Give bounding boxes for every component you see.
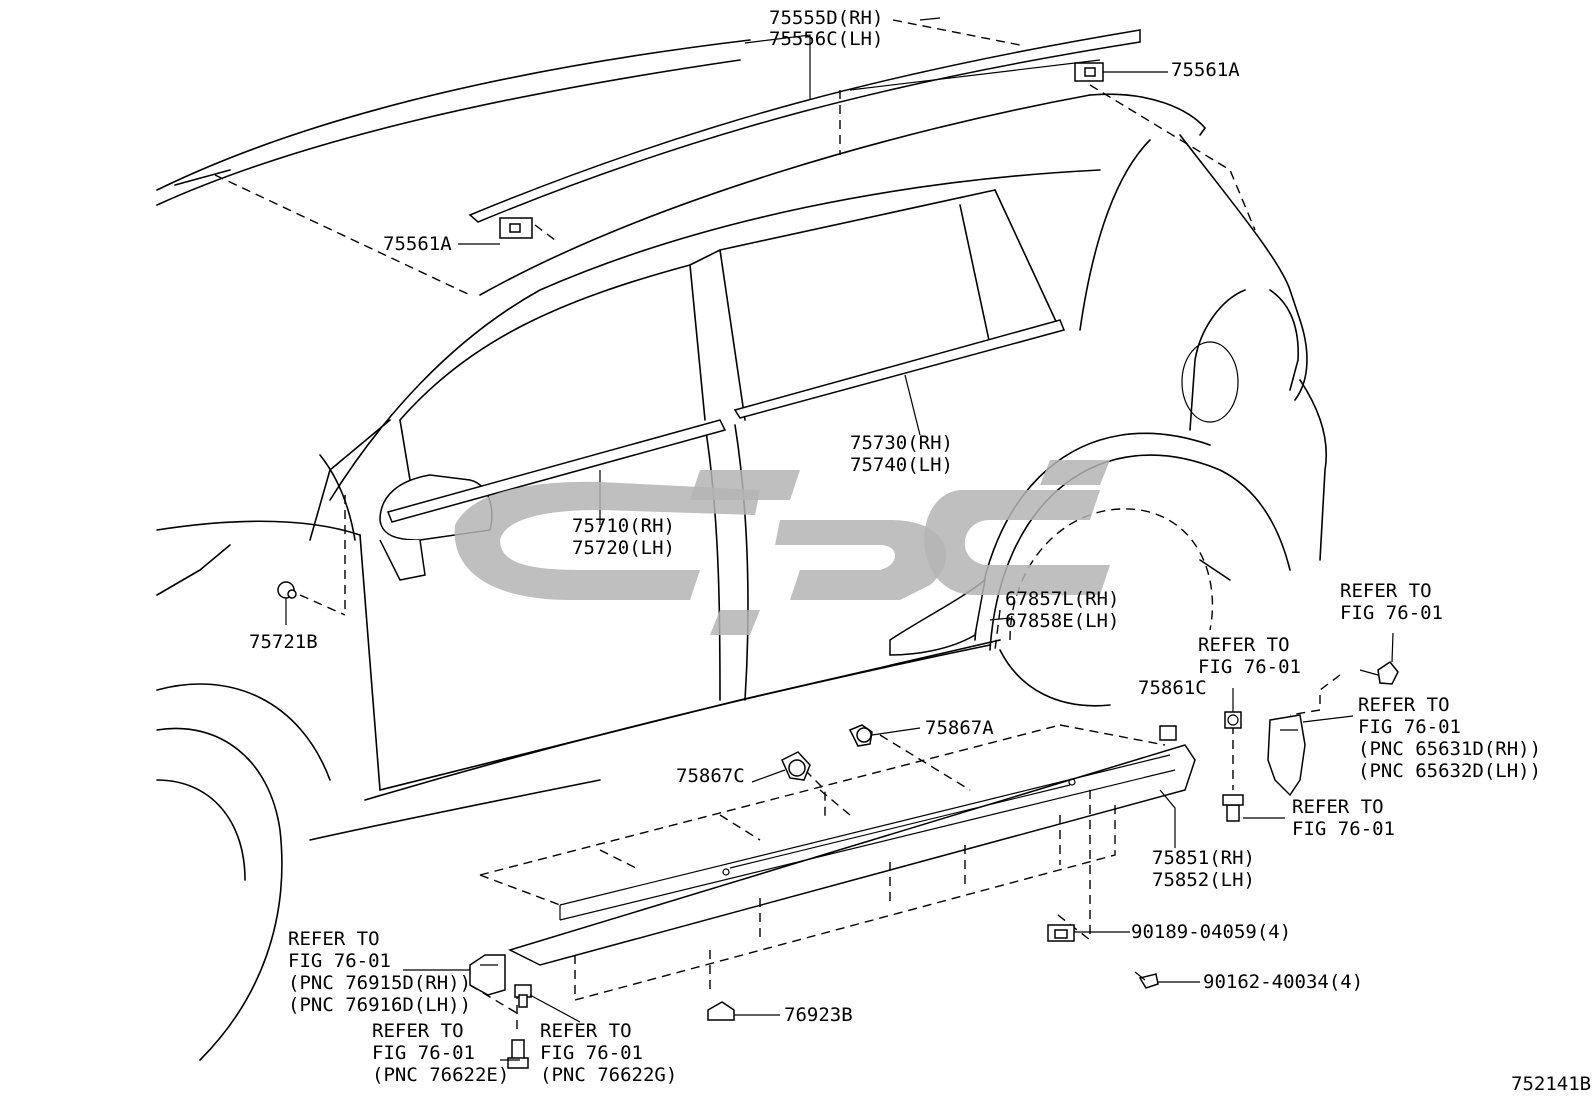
clip-75721b <box>277 581 297 599</box>
label-75721b: 75721B <box>249 631 318 653</box>
part-labels: 75555D(RH) 75556C(LH) 75561A 75561A 7573… <box>249 7 1591 1095</box>
label-90189: 90189-04059(4) <box>1131 921 1291 943</box>
refer-r4: REFER TO FIG 76-01 <box>1292 796 1395 840</box>
label-75555d: 75555D(RH) <box>769 7 883 29</box>
label-76923b: 76923B <box>784 1004 853 1026</box>
refer-r6-line-1: REFER TO <box>372 1020 464 1042</box>
roof-drip-molding <box>468 17 1141 223</box>
clip-75561a-top <box>1074 62 1104 82</box>
label-75861c: 75861C <box>1138 677 1207 699</box>
label-75561a-top: 75561A <box>1171 59 1240 81</box>
label-75730: 75730(RH) <box>850 432 953 454</box>
clip-75867a <box>848 724 873 747</box>
refer-r5-line-2: FIG 76-01 <box>288 950 391 972</box>
clip-refer-r1 <box>1359 660 1399 685</box>
nut-90189 <box>1047 924 1075 942</box>
clip-75867c <box>781 751 811 781</box>
refer-r5-line-3: (PNC 76915D(RH)) <box>288 972 471 994</box>
refer-r7-line-3: (PNC 76622G) <box>540 1064 677 1086</box>
screw-90162 <box>1134 971 1159 989</box>
refer-r7-line-1: REFER TO <box>540 1020 632 1042</box>
refer-r3-line-1: REFER TO <box>1358 694 1450 716</box>
label-75852: 75852(LH) <box>1152 869 1255 891</box>
refer-r6-line-3: (PNC 76622E) <box>372 1064 509 1086</box>
label-75720: 75720(LH) <box>572 537 675 559</box>
figure-id: 752141B <box>1511 1073 1591 1095</box>
refer-r2-line-2: FIG 76-01 <box>1198 656 1301 678</box>
refer-r1-line-2: FIG 76-01 <box>1340 602 1443 624</box>
label-75851: 75851(RH) <box>1152 847 1255 869</box>
label-75740: 75740(LH) <box>850 454 953 476</box>
refer-r1: REFER TO FIG 76-01 <box>1340 580 1443 624</box>
refer-r1-line-1: REFER TO <box>1340 580 1432 602</box>
label-75556c: 75556C(LH) <box>769 28 883 50</box>
refer-r3-line-3: (PNC 65631D(RH)) <box>1358 738 1541 760</box>
bolt-76622g <box>514 984 532 1008</box>
refer-r2-line-1: REFER TO <box>1198 634 1290 656</box>
belt-molding-rear <box>733 319 1066 419</box>
belt-molding-front <box>386 419 727 523</box>
pad-75861c <box>1159 725 1177 741</box>
label-75561a-left: 75561A <box>383 233 452 255</box>
label-75867c: 75867C <box>676 765 745 787</box>
refer-r3: REFER TO FIG 76-01 (PNC 65631D(RH)) (PNC… <box>1358 694 1552 782</box>
refer-r7: REFER TO FIG 76-01 (PNC 76622G) <box>540 1020 677 1086</box>
refer-r2: REFER TO FIG 76-01 <box>1198 634 1301 678</box>
label-90162: 90162-40034(4) <box>1203 971 1363 993</box>
label-75867a: 75867A <box>925 717 994 739</box>
label-75710: 75710(RH) <box>572 515 675 537</box>
label-67858e: 67858E(LH) <box>1005 610 1119 632</box>
refer-r5: REFER TO FIG 76-01 (PNC 76915D(RH)) (PNC… <box>288 928 482 1016</box>
bolt-refer-r4 <box>1222 794 1244 822</box>
refer-r6: REFER TO FIG 76-01 (PNC 76622E) <box>372 1020 509 1086</box>
clip-refer-r2 <box>1224 711 1242 729</box>
refer-r7-line-2: FIG 76-01 <box>540 1042 643 1064</box>
bracket-76915d <box>469 954 506 996</box>
clip-75561a-left <box>499 217 533 239</box>
leader-lines <box>285 34 1394 1061</box>
label-67857l: 67857L(RH) <box>1005 588 1119 610</box>
refer-r4-line-1: REFER TO <box>1292 796 1384 818</box>
refer-r3-line-4: (PNC 65632D(LH)) <box>1358 760 1541 782</box>
refer-to-notes: REFER TO FIG 76-01 REFER TO FIG 76-01 RE… <box>288 580 1552 1086</box>
refer-r4-line-2: FIG 76-01 <box>1292 818 1395 840</box>
bolt-76622e <box>507 1039 529 1069</box>
refer-r6-line-2: FIG 76-01 <box>372 1042 475 1064</box>
watermark-logo <box>454 460 1110 635</box>
refer-r5-line-4: (PNC 76916D(LH)) <box>288 994 471 1016</box>
mudguard-65631d <box>1267 714 1306 797</box>
refer-r3-line-2: FIG 76-01 <box>1358 716 1461 738</box>
rocker-panel-molding <box>507 744 1196 966</box>
refer-r5-line-1: REFER TO <box>288 928 380 950</box>
clip-76923b <box>707 1001 735 1021</box>
